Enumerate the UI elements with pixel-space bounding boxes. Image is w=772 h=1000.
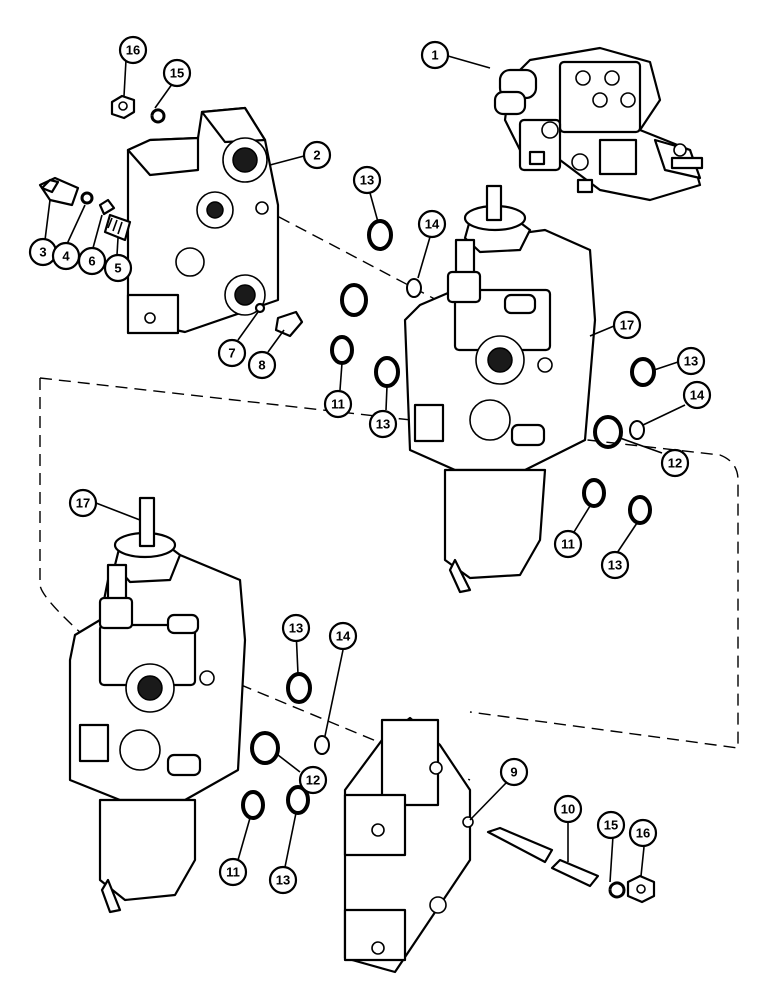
- callout-11-right: 11: [553, 529, 583, 559]
- callout-label: 13: [289, 621, 303, 636]
- callout-13-right-top: 13: [676, 346, 706, 376]
- callout-8: 8: [247, 350, 277, 380]
- bottom-nut-washer: [608, 874, 656, 904]
- callout-label: 14: [425, 217, 440, 232]
- callout-15-bottom: 15: [596, 810, 626, 840]
- callout-label: 10: [561, 802, 575, 817]
- callout-label: 13: [360, 173, 374, 188]
- callout-label: 6: [88, 254, 95, 269]
- callout-label: 11: [561, 537, 575, 552]
- callout-label: 17: [76, 496, 90, 511]
- callout-17-lower: 17: [68, 488, 98, 518]
- callout-label: 2: [313, 148, 320, 163]
- callout-11-lower: 11: [218, 857, 248, 887]
- callout-label: 3: [39, 245, 46, 260]
- callout-label: 12: [306, 773, 320, 788]
- callout-4: 4: [51, 241, 81, 271]
- callout-label: 12: [668, 456, 682, 471]
- callout-label: 13: [684, 354, 698, 369]
- callout-label: 4: [62, 249, 70, 264]
- callout-13-right-bottom: 13: [600, 550, 630, 580]
- callout-16-bottom: 16: [628, 818, 658, 848]
- check-ball-and-plug: [254, 302, 304, 338]
- callout-label: 16: [636, 826, 650, 841]
- assembled-control-valve: [493, 46, 704, 202]
- callout-10: 10: [553, 794, 583, 824]
- tie-rod: [486, 826, 600, 888]
- callout-label: 13: [376, 417, 390, 432]
- callout-6: 6: [77, 246, 107, 276]
- callout-3: 3: [28, 237, 58, 267]
- callout-12-lower: 12: [298, 765, 328, 795]
- callout-2: 2: [302, 140, 332, 170]
- callout-14-lower: 14: [328, 621, 358, 651]
- callout-11-upper: 11: [323, 389, 353, 419]
- callout-label: 13: [608, 558, 622, 573]
- callout-label: 11: [331, 397, 345, 412]
- callout-17-upper: 17: [612, 310, 642, 340]
- callout-label: 9: [510, 765, 517, 780]
- callout-7: 7: [217, 338, 247, 368]
- callout-label: 16: [126, 43, 140, 58]
- callout-13-lower-top: 13: [281, 613, 311, 643]
- callout-label: 14: [690, 388, 705, 403]
- outlet-end-cover: [343, 716, 474, 974]
- callout-16-top: 16: [118, 35, 148, 65]
- callouts: 1 2 3 4 5 6 7 8 9 10 11 11 11 12 12 13 1…: [28, 35, 712, 895]
- leader-lines: [44, 55, 686, 883]
- inlet-end-cover: [126, 106, 280, 335]
- callout-5: 5: [103, 253, 133, 283]
- callout-12-right: 12: [660, 448, 690, 478]
- callout-label: 15: [170, 66, 184, 81]
- callout-9: 9: [499, 757, 529, 787]
- lower-spool-section: [68, 496, 247, 914]
- callout-label: 14: [336, 629, 351, 644]
- callout-13-top: 13: [352, 165, 382, 195]
- callout-15-top: 15: [162, 58, 192, 88]
- callout-label: 5: [114, 261, 121, 276]
- callout-14-right: 14: [682, 380, 712, 410]
- callout-label: 1: [431, 48, 438, 63]
- callout-label: 8: [258, 358, 265, 373]
- callout-label: 17: [620, 318, 634, 333]
- callout-13-lower-bottom: 13: [268, 865, 298, 895]
- callout-label: 7: [228, 346, 235, 361]
- callout-1: 1: [420, 40, 450, 70]
- relief-fittings: [38, 176, 132, 242]
- top-nut-washer: [110, 94, 166, 124]
- callout-label: 13: [276, 873, 290, 888]
- callout-label: 11: [226, 865, 240, 880]
- callout-label: 15: [604, 818, 618, 833]
- callout-14-upper: 14: [417, 209, 447, 239]
- upper-spool-section: [403, 184, 597, 594]
- callout-13-upper-mid: 13: [368, 409, 398, 439]
